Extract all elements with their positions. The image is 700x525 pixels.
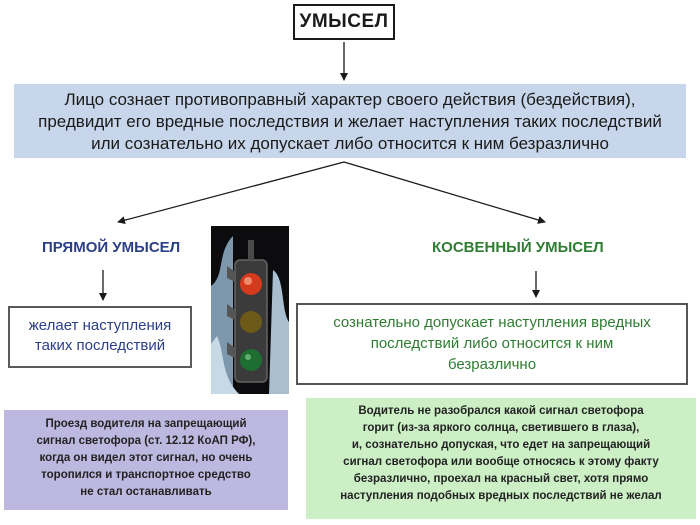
- direct-intent-label: ПРЯМОЙ УМЫСЕЛ: [42, 239, 181, 256]
- direct-example-line: торопился и транспортное средство: [41, 469, 251, 481]
- direct-example-line: не стал останавливать: [80, 486, 212, 498]
- definition-box: Лицо сознает противоправный характер сво…: [14, 84, 686, 158]
- title-box: УМЫСЕЛ: [293, 4, 395, 40]
- indirect-example-line: безразлично, проехал на красный свет, хо…: [353, 473, 649, 485]
- indirect-intent-label: КОСВЕННЫЙ УМЫСЕЛ: [432, 239, 604, 256]
- definition-line: предвидит его вредные последствия и жела…: [38, 112, 662, 131]
- direct-description-line: желает наступления: [28, 317, 172, 334]
- indirect-description-line: сознательно допускает наступления вредны…: [333, 314, 651, 331]
- indirect-example-line: Водитель не разобрался какой сигнал свет…: [358, 405, 644, 417]
- indirect-example-line: наступления подобных вредных последствий…: [340, 490, 662, 502]
- direct-example-line: Проезд водителя на запрещающий: [45, 418, 247, 430]
- indirect-intent-description: сознательно допускает наступления вредны…: [296, 303, 688, 385]
- indirect-description-line: последствий либо относится к ним: [370, 335, 614, 352]
- indirect-example-line: горит (из-за яркого солнца, светившего в…: [362, 422, 640, 434]
- direct-intent-description: желает наступления таких последствий: [8, 306, 192, 368]
- direct-description-line: таких последствий: [34, 337, 166, 354]
- indirect-example-line: сигнал светофора или вообще относясь к э…: [343, 456, 659, 468]
- arrow-definition-to-direct: [117, 161, 345, 225]
- indirect-intent-example: Водитель не разобрался какой сигнал свет…: [306, 398, 696, 519]
- direct-intent-example: Проезд водителя на запрещающий сигнал св…: [4, 410, 288, 510]
- arrow-definition-to-indirect: [343, 161, 546, 224]
- direct-example-line: сигнал светофора (ст. 12.12 КоАП РФ),: [36, 435, 256, 447]
- definition-line: или сознательно их допускает либо относи…: [91, 134, 609, 153]
- indirect-example-line: и, сознательно допуская, что едет на зап…: [351, 439, 651, 451]
- indirect-description-line: безразлично: [447, 356, 537, 373]
- traffic-light-icon: [211, 226, 289, 394]
- definition-line: Лицо сознает противоправный характер сво…: [64, 90, 636, 109]
- title-text: УМЫСЕЛ: [299, 11, 389, 32]
- direct-example-line: когда он видел этот сигнал, но очень: [39, 452, 253, 464]
